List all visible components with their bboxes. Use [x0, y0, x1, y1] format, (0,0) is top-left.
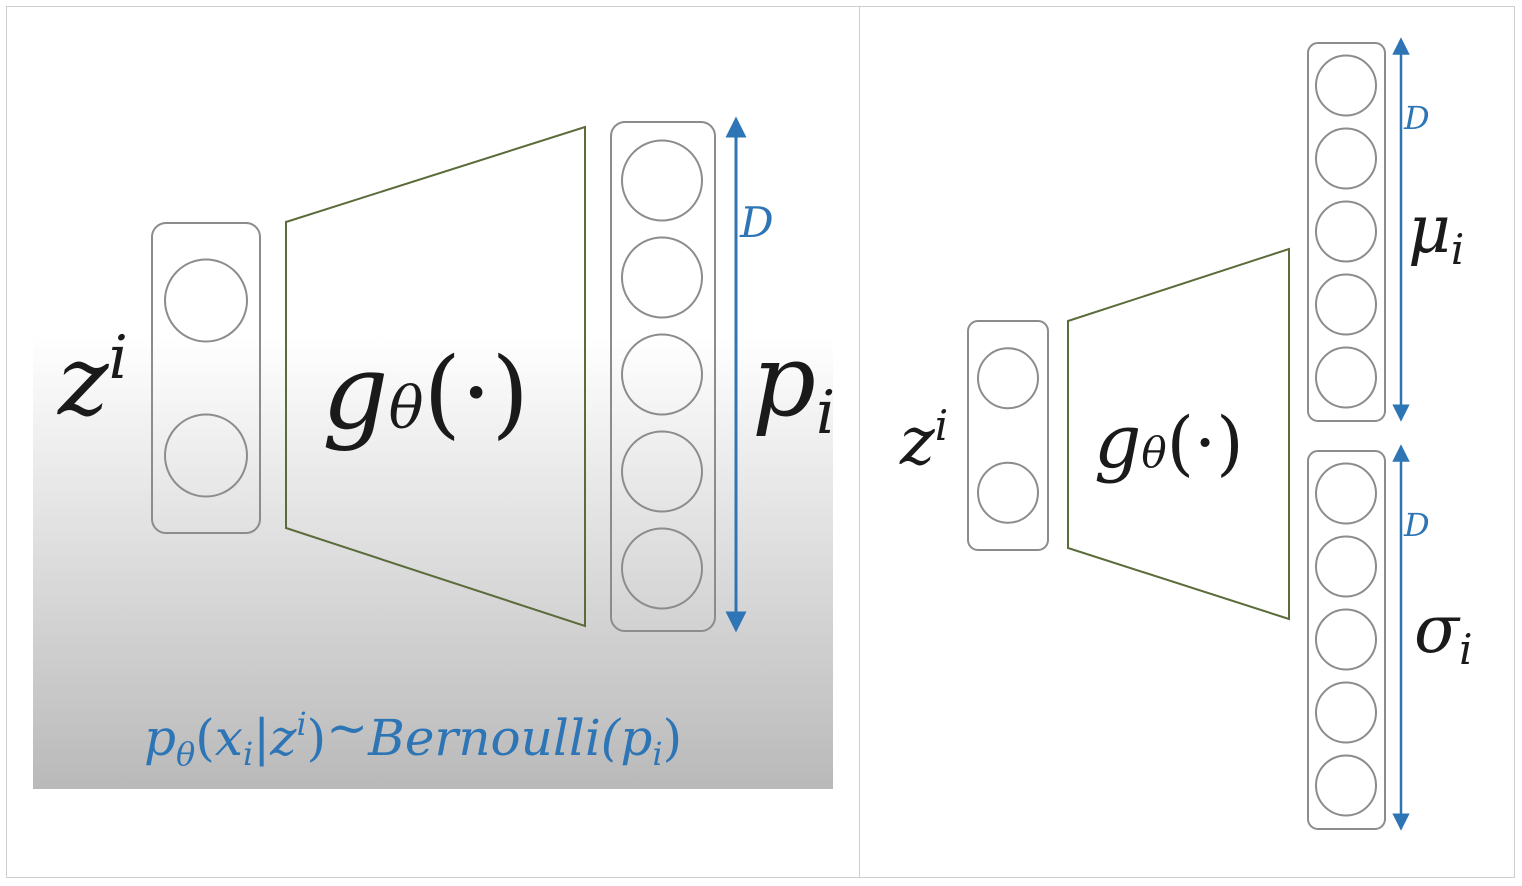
output-node: [621, 236, 703, 319]
input-label: zi: [57, 323, 128, 437]
mu-node: [1315, 200, 1377, 263]
decoder-trapezoid: [1067, 247, 1290, 621]
dimension-label: D: [739, 198, 774, 247]
output-node: [621, 527, 703, 610]
mu-dimension-label: D: [1403, 99, 1430, 137]
right-panel: D D zi gθ(·) μi σi: [899, 37, 1473, 831]
table-border: [6, 6, 1515, 878]
mu-nodes: [1315, 54, 1377, 409]
sigma-nodes: [1315, 462, 1377, 817]
output-node: [621, 333, 703, 416]
input-node: [164, 258, 248, 343]
sigma-dimension-label: D: [1403, 506, 1430, 544]
output-nodes: [621, 139, 703, 610]
left-background: [33, 113, 833, 789]
decoder-trapezoid: [285, 125, 586, 628]
left-panel: D zi gθ(·) pi pθ(xi|zi)~Bernoulli(pi): [33, 113, 835, 789]
mu-label: μi: [1408, 191, 1464, 274]
sigma-node: [1315, 681, 1377, 744]
sigma-label: σi: [1414, 591, 1473, 674]
sigma-layer-box: [1307, 450, 1386, 830]
sigma-node: [1315, 754, 1377, 817]
input-layer-box: [151, 222, 261, 534]
mu-node: [1315, 54, 1377, 117]
output-node: [621, 139, 703, 222]
input-node: [977, 347, 1039, 410]
output-layer-box: [610, 121, 716, 632]
output-label: pi: [752, 322, 835, 448]
likelihood-formula: pθ(xi|zi)~Bernoulli(pi): [144, 699, 682, 773]
sigma-node: [1315, 535, 1377, 598]
mu-node: [1315, 346, 1377, 409]
input-label: zi: [899, 401, 948, 480]
mu-node: [1315, 127, 1377, 190]
decoder-label: gθ(·): [322, 331, 529, 453]
decoder-label: gθ(·): [1094, 399, 1244, 485]
input-layer-box: [967, 320, 1049, 551]
input-nodes: [164, 258, 248, 498]
input-node: [164, 413, 248, 498]
mu-node: [1315, 273, 1377, 336]
sigma-node: [1315, 608, 1377, 671]
output-node: [621, 430, 703, 513]
sigma-node: [1315, 462, 1377, 525]
mu-layer-box: [1307, 42, 1386, 422]
input-nodes: [977, 347, 1039, 524]
input-node: [977, 461, 1039, 524]
